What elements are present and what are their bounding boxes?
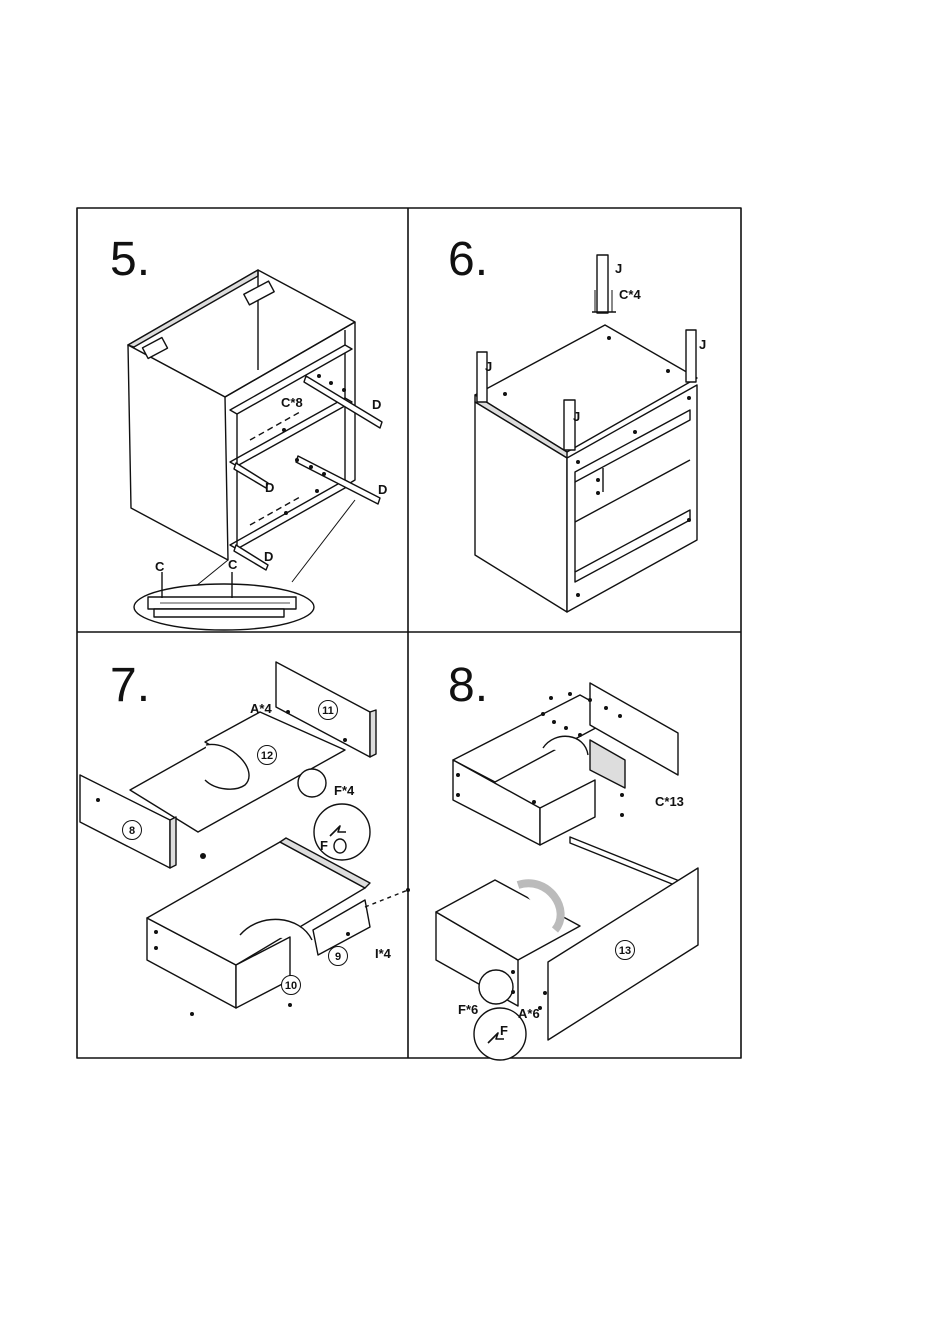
part-8-badge: 8 [122, 820, 142, 840]
step7-label-f4: F*4 [334, 784, 354, 797]
step6-label-j-right: J [699, 338, 706, 351]
step8-label-f6: F*6 [458, 1003, 478, 1016]
step6-cabinet-drawing [475, 255, 697, 612]
part-13-badge: 13 [615, 940, 635, 960]
step-5-number: 5. [110, 236, 150, 284]
step-7-number: 7. [110, 662, 150, 710]
part-10-badge: 10 [281, 975, 301, 995]
step5-label-d1: D [372, 398, 381, 411]
step5-label-d2: D [265, 481, 274, 494]
step7-inset-label-f: F [320, 839, 328, 852]
part-11-badge: 11 [318, 700, 338, 720]
step-6-number: 6. [448, 236, 488, 284]
step5-inset-label-c-left: C [155, 560, 164, 573]
part-12-badge: 12 [257, 745, 277, 765]
step7-label-i4: I*4 [375, 947, 391, 960]
step-8-number: 8. [448, 662, 488, 710]
step8-inset-label-f: F [500, 1024, 508, 1037]
step7-label-a4: A*4 [250, 702, 272, 715]
step6-label-j-left: J [485, 360, 492, 373]
step5-label-c8: C*8 [281, 396, 303, 409]
step5-cabinet-drawing [128, 270, 382, 630]
step5-inset-label-c-center: C [228, 558, 237, 571]
step8-label-c13: C*13 [655, 795, 684, 808]
step6-label-j-top: J [615, 262, 622, 275]
step6-label-j-front: J [573, 410, 580, 423]
step5-label-d4: D [264, 550, 273, 563]
step6-label-c4: C*4 [619, 288, 641, 301]
step8-label-a6: A*6 [518, 1007, 540, 1020]
part-9-badge: 9 [328, 946, 348, 966]
step5-label-d3: D [378, 483, 387, 496]
